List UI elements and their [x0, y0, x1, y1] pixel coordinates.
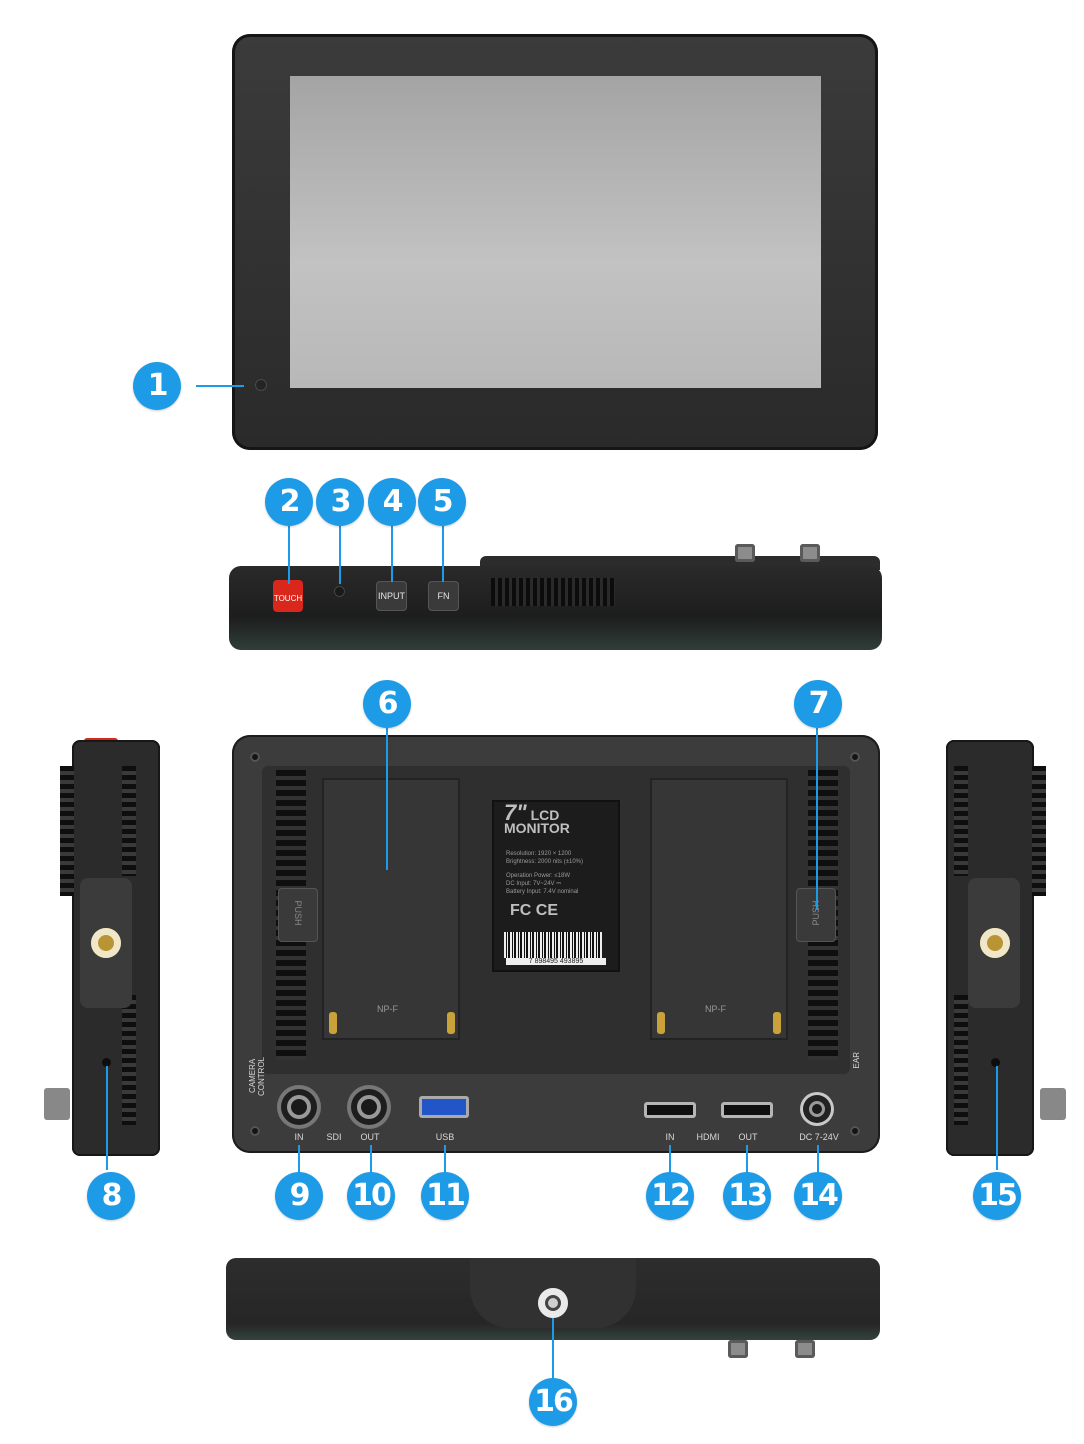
label-product-name: LCD MONITOR [504, 807, 570, 836]
callout-9: 9 [275, 1172, 323, 1220]
battery-type-label: NP-F [705, 1004, 726, 1014]
callout-2: 2 [265, 478, 313, 526]
callout-15: 15 [973, 1172, 1021, 1220]
touch-label: TOUCH [273, 594, 303, 603]
battery-pin [657, 1012, 665, 1034]
callout-3: 3 [316, 478, 364, 526]
callout-12: 12 [646, 1172, 694, 1220]
camera-control-label: CAMERA CONTROL [248, 1056, 266, 1096]
callout-14: 14 [794, 1172, 842, 1220]
screw [250, 1126, 260, 1136]
leader-line [444, 1145, 446, 1173]
leader-line [288, 526, 290, 584]
callout-10: 10 [347, 1172, 395, 1220]
sdi-out-label: OUT [360, 1132, 380, 1142]
dc-power-port[interactable] [800, 1092, 834, 1126]
status-led [334, 586, 345, 597]
hdmi-label: HDMI [696, 1132, 720, 1142]
callout-7: 7 [794, 680, 842, 728]
spec-text: Resolution: 1920 × 1200 Brightness: 2000… [506, 850, 616, 896]
hdmi-out-port[interactable] [721, 1102, 773, 1118]
leader-line [669, 1145, 671, 1173]
mount-hole-right [980, 928, 1010, 958]
sdi-label: SDI [326, 1132, 342, 1142]
leader-line [746, 1145, 748, 1173]
sdi-in-label: IN [294, 1132, 304, 1142]
top-vent [491, 578, 615, 606]
leader-line [442, 526, 444, 582]
bnc-knob [800, 544, 820, 562]
ear-label: EAR [852, 1052, 861, 1069]
screw [850, 1126, 860, 1136]
leader-line [996, 1066, 998, 1170]
sdi-in-port[interactable] [277, 1085, 321, 1129]
callout-8: 8 [87, 1172, 135, 1220]
callout-16: 16 [529, 1378, 577, 1426]
barcode-number: 7 898495 493895 [506, 958, 606, 965]
side-hole [102, 1058, 111, 1067]
hdmi-out-label: OUT [738, 1132, 758, 1142]
dc-label: DC 7-24V [799, 1132, 839, 1142]
ear-hole [991, 1058, 1000, 1067]
leader-line [370, 1145, 372, 1173]
leader-line [552, 1318, 554, 1378]
battery-pin [447, 1012, 455, 1034]
callout-11: 11 [421, 1172, 469, 1220]
bnc-connector-side [1040, 1088, 1066, 1120]
leader-line [391, 526, 393, 582]
battery-pin [329, 1012, 337, 1034]
touch-screen[interactable] [290, 76, 821, 388]
leader-line [386, 728, 388, 870]
spec-line: Battery Input: 7.4V nominal [506, 889, 579, 895]
sdi-out-port[interactable] [347, 1085, 391, 1129]
bnc-knob [728, 1340, 748, 1358]
spec-label-title: 7" LCD MONITOR [504, 802, 614, 836]
spec-line: Operation Power: ≤18W [506, 873, 570, 879]
spec-line: Brightness: 2000 nits (±10%) [506, 859, 583, 865]
touch-power-button[interactable]: TOUCH [273, 580, 303, 612]
size-mark: 7" [504, 800, 527, 825]
bnc-knob [795, 1340, 815, 1358]
usb-port[interactable] [419, 1096, 469, 1118]
light-sensor [255, 379, 267, 391]
hdmi-in-port[interactable] [644, 1102, 696, 1118]
leader-line [817, 1145, 819, 1173]
battery-release-left[interactable]: PUSH [278, 888, 318, 942]
spec-line: DC Input: 7V~24V ⎓ [506, 881, 561, 887]
hdmi-in-label: IN [665, 1132, 675, 1142]
side-vent [60, 766, 74, 896]
certification-marks: FC CE [510, 902, 558, 919]
bnc-knob [735, 544, 755, 562]
barcode [504, 932, 602, 958]
screw [850, 752, 860, 762]
side-vent [1032, 766, 1046, 896]
usb-label: USB [435, 1132, 455, 1142]
bnc-connector-side [44, 1088, 70, 1120]
side-vent [122, 995, 136, 1125]
latch-label: PUSH [293, 900, 303, 926]
mount-hole-left [91, 928, 121, 958]
fn-button[interactable]: FN [428, 581, 459, 611]
input-button[interactable]: INPUT [376, 581, 407, 611]
leader-line [196, 385, 244, 387]
screw [250, 752, 260, 762]
callout-6: 6 [363, 680, 411, 728]
battery-type-label: NP-F [377, 1004, 398, 1014]
side-vent [954, 995, 968, 1125]
leader-line [106, 1066, 108, 1170]
leader-line [339, 526, 341, 584]
callout-1: 1 [133, 362, 181, 410]
callout-5: 5 [418, 478, 466, 526]
battery-plate-right [650, 778, 788, 1040]
spec-line: Resolution: 1920 × 1200 [506, 851, 572, 857]
leader-line [298, 1145, 300, 1173]
side-vent [122, 766, 136, 876]
battery-plate-left [322, 778, 460, 1040]
callout-4: 4 [368, 478, 416, 526]
callout-13: 13 [723, 1172, 771, 1220]
side-vent [954, 766, 968, 876]
mount-hole-bottom [538, 1288, 568, 1318]
leader-line [816, 728, 818, 910]
battery-pin [773, 1012, 781, 1034]
